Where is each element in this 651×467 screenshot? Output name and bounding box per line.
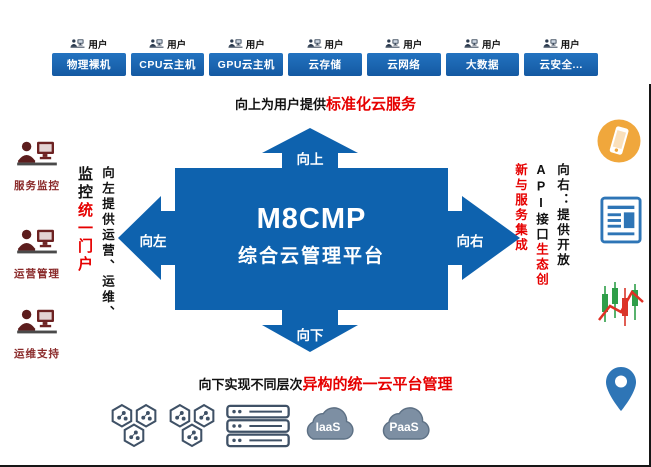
service-box: 物理裸机 (52, 53, 126, 76)
service-column: 用户 云安全... (524, 34, 599, 76)
user-tag: 用户 (446, 34, 520, 53)
paas-cloud-icon (382, 406, 430, 440)
left-item-label: 运营管理 (14, 268, 60, 280)
user-icon (385, 38, 400, 48)
location-pin-icon (606, 367, 636, 411)
mobile-app-icon (597, 119, 641, 163)
top-caption-red: 标准化云服务 (326, 96, 417, 113)
left-vertical-line2: 监控统一门户 (74, 166, 95, 366)
user-icon (543, 38, 558, 48)
left-item-label: 服务监控 (14, 180, 60, 192)
user-tag: 用户 (367, 34, 441, 53)
user-label: 用户 (167, 39, 187, 51)
left-item-service-monitor: 服务监控 (4, 138, 70, 193)
left-vertical-text: 向左提供运营、运维、 监控统一门户 (74, 166, 117, 366)
user-label: 用户 (481, 39, 501, 51)
bottom-caption: 向下实现不同层次异构的统一云平台管理 (0, 373, 651, 394)
top-caption-black: 向上为用户提供 (234, 97, 326, 112)
platform-title: M8CMP (256, 203, 367, 235)
user-label: 用户 (403, 39, 423, 51)
user-tag: 用户 (524, 34, 598, 53)
user-icon (464, 38, 479, 48)
server-stack-icon (226, 404, 290, 448)
service-column: 用户 CPU云主机 (130, 34, 205, 76)
right-vertical-col3: 新与服务集成 (513, 163, 527, 253)
arrow-up-label: 向上 (296, 152, 324, 167)
right-vertical-col2-red: 生态创 (534, 242, 548, 288)
user-label: 用户 (324, 39, 344, 51)
frame-bottom-edge (0, 465, 651, 467)
service-column: 用户 大数据 (445, 34, 520, 76)
hexagon-cluster-icon (111, 403, 157, 448)
cross-arrows-shape (118, 128, 520, 352)
left-item-operations: 运营管理 (4, 226, 70, 281)
service-box: GPU云主机 (209, 53, 284, 76)
ops-support-icon (17, 309, 57, 334)
service-column: 用户 物理裸机 (52, 34, 126, 76)
stock-chart-icon (598, 282, 644, 326)
operations-management-icon (17, 229, 57, 254)
user-label: 用户 (88, 39, 108, 51)
bottom-icons-row: IaaS PaaS (108, 402, 434, 450)
left-item-ops-support: 运维支持 (4, 306, 70, 361)
service-monitor-icon (17, 141, 57, 166)
paas-cloud: PaaS (374, 404, 434, 449)
service-column: 用户 GPU云主机 (209, 34, 284, 76)
service-box: 云安全... (524, 53, 599, 76)
user-label: 用户 (560, 39, 580, 51)
hexagon-cluster-icon (169, 403, 215, 448)
service-column: 用户 云网络 (366, 34, 441, 76)
bottom-caption-red: 异构的统一云平台管理 (302, 376, 453, 393)
right-vertical-col1: 向右：提供开放 (555, 163, 569, 268)
iaas-cloud: IaaS (298, 404, 358, 449)
right-vertical-col2-black: API接口 (534, 163, 548, 243)
service-box: 云存储 (288, 53, 362, 76)
service-box: 大数据 (445, 53, 520, 76)
arrow-left-label: 向左 (139, 234, 167, 249)
user-icon (307, 38, 321, 48)
left-vertical-line2-red: 统一门户 (76, 202, 93, 274)
service-column: 用户 云存储 (288, 34, 362, 76)
left-vertical-line1: 向左提供运营、运维、 (100, 166, 114, 321)
arrow-down-label: 向下 (296, 328, 324, 343)
user-tag: 用户 (131, 34, 205, 53)
user-icon (70, 38, 85, 48)
iaas-label: IaaS (315, 419, 341, 434)
right-vertical-text: 向右：提供开放 API接口生态创 新与服务集成 (509, 163, 572, 378)
user-icon (228, 38, 243, 48)
paas-label: PaaS (389, 419, 419, 434)
iaas-cloud-icon (306, 406, 354, 440)
right-vertical-col2: API接口生态创 (530, 163, 551, 378)
top-caption: 向上为用户提供标准化云服务 (0, 93, 651, 114)
bottom-caption-black: 向下实现不同层次 (198, 377, 303, 392)
service-box: CPU云主机 (130, 53, 205, 76)
service-box: 云网络 (366, 53, 441, 76)
user-icon (149, 38, 164, 48)
platform-subtitle: 综合云管理平台 (237, 246, 385, 267)
user-label: 用户 (245, 39, 265, 51)
user-tag: 用户 (52, 34, 126, 53)
left-vertical-line2-black: 监控 (76, 166, 93, 202)
report-document-icon (600, 196, 642, 244)
left-item-label: 运维支持 (14, 348, 60, 360)
services-row: 用户 物理裸机 用户 CPU云主机 用户 GPU云主机 用户 云存储 (52, 34, 599, 76)
user-tag: 用户 (209, 34, 283, 53)
arrow-right-label: 向右 (456, 234, 484, 249)
frame-right-edge (649, 84, 651, 465)
user-tag: 用户 (288, 34, 362, 53)
